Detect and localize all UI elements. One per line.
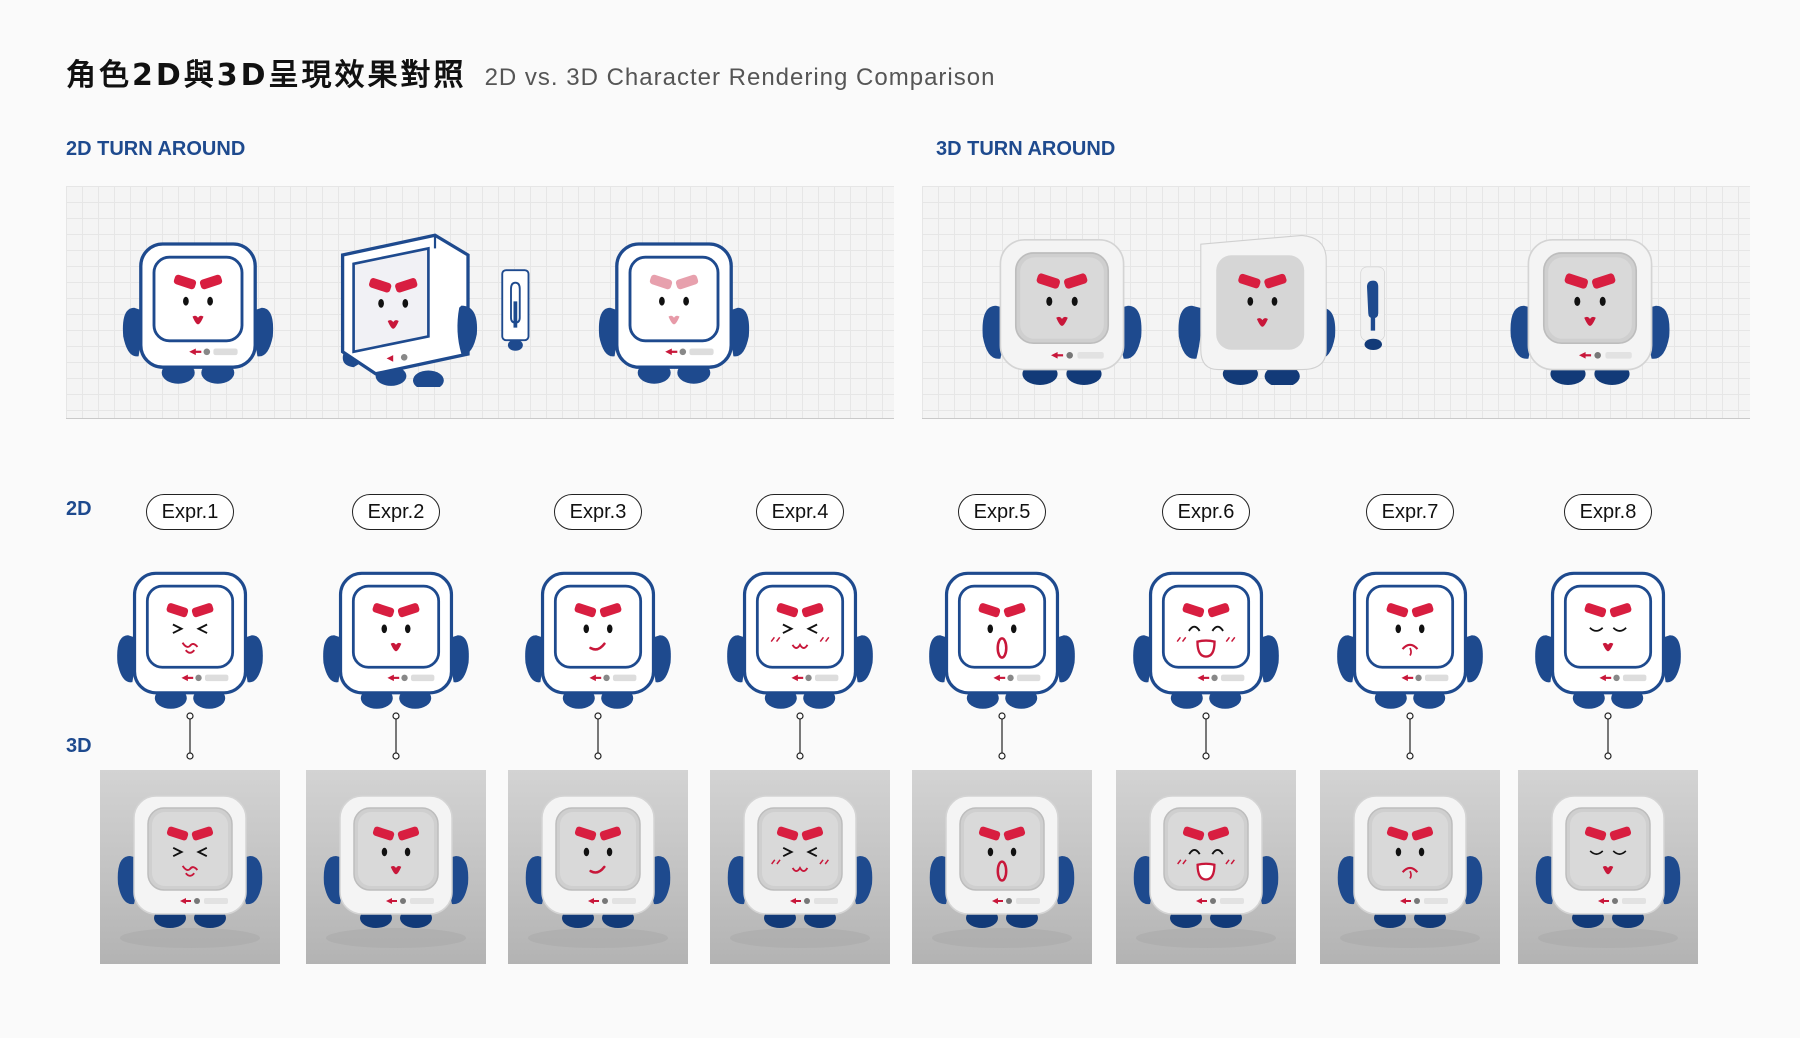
expression-2d-3 bbox=[525, 571, 671, 709]
turnaround-3d-front bbox=[982, 238, 1142, 385]
expression-2d-1 bbox=[117, 571, 263, 709]
section-label-2d-turnaround: 2D TURN AROUND bbox=[66, 138, 246, 160]
row-label-2d: 2D bbox=[66, 498, 92, 520]
page-title-chinese: 角色2D與3D呈現效果對照 bbox=[66, 58, 467, 93]
expression-2d-4 bbox=[727, 571, 873, 709]
expression-3d-1 bbox=[117, 795, 263, 948]
turnaround-3d-back bbox=[1510, 238, 1670, 385]
expression-3d-8 bbox=[1535, 795, 1681, 948]
expression-3d-4 bbox=[727, 795, 873, 948]
connector-icon bbox=[998, 712, 1006, 760]
page-title-english: 2D vs. 3D Character Rendering Comparison bbox=[484, 64, 996, 91]
expression-2d-8 bbox=[1535, 571, 1681, 709]
turnaround-2d-side bbox=[501, 269, 530, 351]
connector-icon bbox=[186, 712, 194, 760]
turnaround-2d-three-quarter bbox=[340, 233, 478, 387]
expression-2d-2 bbox=[323, 571, 469, 709]
expression-2d-6 bbox=[1133, 571, 1279, 709]
connector-icon bbox=[796, 712, 804, 760]
connector-icon bbox=[1604, 712, 1612, 760]
expression-2d-5 bbox=[929, 571, 1075, 709]
expression-3d-3 bbox=[525, 795, 671, 948]
expression-3d-render-3 bbox=[508, 770, 688, 964]
expression-label-1: Expr.1 bbox=[146, 494, 234, 530]
expression-3d-6 bbox=[1133, 795, 1279, 948]
expression-3d-render-4 bbox=[710, 770, 890, 964]
row-label-3d: 3D bbox=[66, 735, 92, 757]
expression-3d-5 bbox=[929, 795, 1075, 948]
expression-3d-render-5 bbox=[912, 770, 1092, 964]
expression-label-6: Expr.6 bbox=[1162, 494, 1250, 530]
expression-2d-7 bbox=[1337, 571, 1483, 709]
expression-3d-render-1 bbox=[100, 770, 280, 964]
expression-label-3: Expr.3 bbox=[554, 494, 642, 530]
turnaround-2d-panel bbox=[66, 186, 894, 419]
turnaround-2d-back bbox=[598, 242, 750, 384]
expression-label-8: Expr.8 bbox=[1564, 494, 1652, 530]
connector-icon bbox=[392, 712, 400, 760]
page-title: 角色2D與3D呈現效果對照 2D vs. 3D Character Render… bbox=[66, 50, 995, 94]
section-label-3d-turnaround: 3D TURN AROUND bbox=[936, 138, 1116, 160]
expression-label-4: Expr.4 bbox=[756, 494, 844, 530]
turnaround-2d-front bbox=[122, 242, 274, 384]
connector-icon bbox=[1202, 712, 1210, 760]
connector-icon bbox=[594, 712, 602, 760]
expression-3d-render-6 bbox=[1116, 770, 1296, 964]
expression-label-7: Expr.7 bbox=[1366, 494, 1454, 530]
turnaround-3d-panel bbox=[922, 186, 1750, 419]
expression-label-5: Expr.5 bbox=[958, 494, 1046, 530]
connector-icon bbox=[1406, 712, 1414, 760]
expression-label-2: Expr.2 bbox=[352, 494, 440, 530]
expression-3d-render-7 bbox=[1320, 770, 1500, 964]
expression-3d-render-8 bbox=[1518, 770, 1698, 964]
expression-3d-render-2 bbox=[306, 770, 486, 964]
turnaround-3d-three-quarter bbox=[1178, 234, 1336, 385]
expression-3d-2 bbox=[323, 795, 469, 948]
expression-3d-7 bbox=[1337, 795, 1483, 948]
turnaround-3d-side bbox=[1360, 266, 1385, 350]
